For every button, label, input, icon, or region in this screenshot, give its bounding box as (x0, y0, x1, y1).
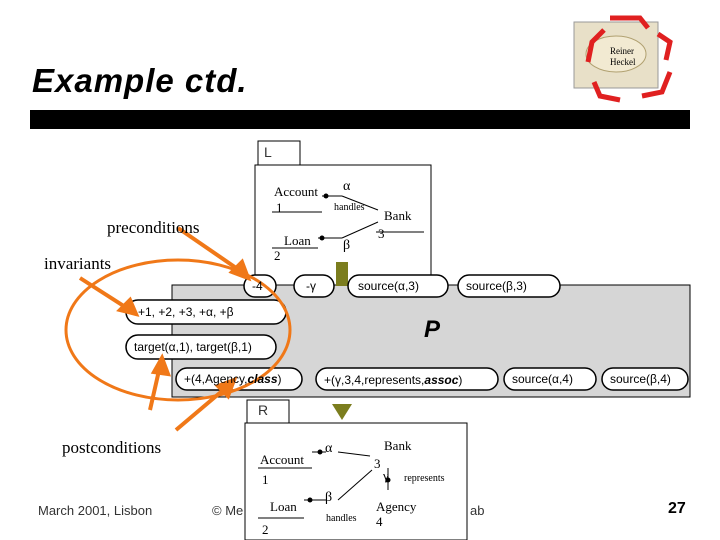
olive-connector-top (336, 262, 348, 286)
pill-source-alpha4: source(α,4) (512, 372, 573, 386)
r-handles: handles (326, 513, 357, 524)
footer-lab: ab (470, 503, 485, 518)
l-loan-id: 2 (274, 248, 281, 263)
l-alpha: α (343, 179, 351, 194)
arrow-postconditions-2-head (214, 376, 238, 400)
pill-source-a4-shape (503, 367, 597, 391)
r-dot-1 (317, 449, 323, 455)
pill-targets: target(α,1), target(β,1) (134, 340, 252, 354)
pill-source-b3-shape (457, 274, 561, 298)
l-dot-2 (319, 235, 325, 241)
label-invariants: invariants (44, 254, 112, 273)
logo-text-2: Heckel (610, 57, 636, 67)
slide-title: Example ctd. (32, 62, 248, 99)
pill-targets-shape (125, 334, 277, 360)
p-label: P (424, 316, 441, 343)
l-account-label: Account (274, 184, 319, 199)
l-tab (257, 140, 301, 166)
logo-graphic (573, 15, 673, 103)
r-tab (246, 399, 290, 424)
r-dot-3 (385, 477, 391, 483)
pill-source-beta4: source(β,4) (610, 372, 671, 386)
l-account-id: 1 (276, 200, 283, 215)
label-preconditions: preconditions (107, 218, 200, 237)
pill-agency-text: +(4,Agency, (184, 372, 248, 386)
pill-plus-list: +1, +2, +3, +α, +β (138, 305, 234, 319)
l-bank-label: Bank (384, 208, 412, 223)
r-edge-alpha-bank (337, 451, 371, 457)
logo-text-1: Reiner (610, 46, 634, 56)
pill-neggamma-shape (293, 274, 335, 298)
r-gamma: γ (383, 468, 389, 483)
arrow-invariants-1-head (116, 296, 140, 317)
footer-copyright: © Me (212, 503, 244, 518)
pill-agency-class: class (247, 372, 278, 386)
arrow-postconditions-1-head (150, 353, 172, 377)
l-bank-id: 3 (378, 226, 385, 241)
pill-neg4: -4 (252, 279, 263, 293)
r-loan-label: Loan (270, 499, 297, 514)
pill-agency-close: ) (277, 372, 282, 386)
arrow-preconditions (176, 226, 244, 274)
l-beta: β (343, 238, 351, 253)
footer-date: March 2001, Lisbon (38, 503, 153, 518)
arrow-invariants-1 (78, 276, 132, 312)
l-loan-label: Loan (284, 233, 311, 248)
l-edge-alpha-bank (341, 195, 379, 211)
orange-ring (64, 258, 292, 402)
pill-gamma-assoc: assoc (424, 373, 459, 387)
r-account-id: 1 (262, 472, 269, 487)
pill-source-beta3: source(β,3) (466, 279, 527, 293)
title-underline-bar (30, 110, 690, 129)
label-postconditions: postconditions (62, 438, 162, 457)
pill-source-alpha3: source(α,3) (358, 279, 419, 293)
pill-agency: +(4,Agency,class) (184, 372, 282, 386)
pill-gamma-shape (315, 367, 499, 391)
pill-gamma-text: +(γ,3,4,represents, (324, 373, 425, 387)
arrow-postconditions-2 (174, 384, 230, 432)
logo: Reiner Heckel (570, 12, 690, 108)
olive-connector-bottom (332, 404, 352, 420)
r-account-label: Account (260, 452, 305, 467)
r-loan-id: 2 (262, 522, 269, 537)
r-bank-label: Bank (384, 438, 412, 453)
l-dot-1 (323, 193, 329, 199)
pill-gamma-close: ) (458, 373, 463, 387)
r-beta: β (325, 490, 333, 505)
pill-source-b4-shape (601, 367, 689, 391)
r-represents: represents (404, 473, 445, 484)
l-label: L (264, 144, 272, 160)
r-agency-label: Agency (376, 499, 417, 514)
r-bank-id: 3 (374, 456, 381, 471)
r-label: R (258, 402, 269, 418)
pill-neg4-shape (243, 274, 277, 298)
r-agency-id: 4 (376, 514, 383, 529)
r-alpha: α (325, 441, 333, 456)
l-handles: handles (334, 202, 365, 213)
arrow-preconditions-head (228, 258, 252, 282)
page-number: 27 (668, 500, 686, 517)
l-edge-beta-bank (341, 221, 379, 239)
r-edge-beta-bank (337, 469, 373, 501)
pill-source-a3-shape (347, 274, 449, 298)
pill-neggamma: -γ (306, 279, 316, 293)
r-box-rect (244, 422, 468, 540)
pill-gamma: +(γ,3,4,represents,assoc) (324, 373, 462, 387)
r-dot-2 (307, 497, 313, 503)
